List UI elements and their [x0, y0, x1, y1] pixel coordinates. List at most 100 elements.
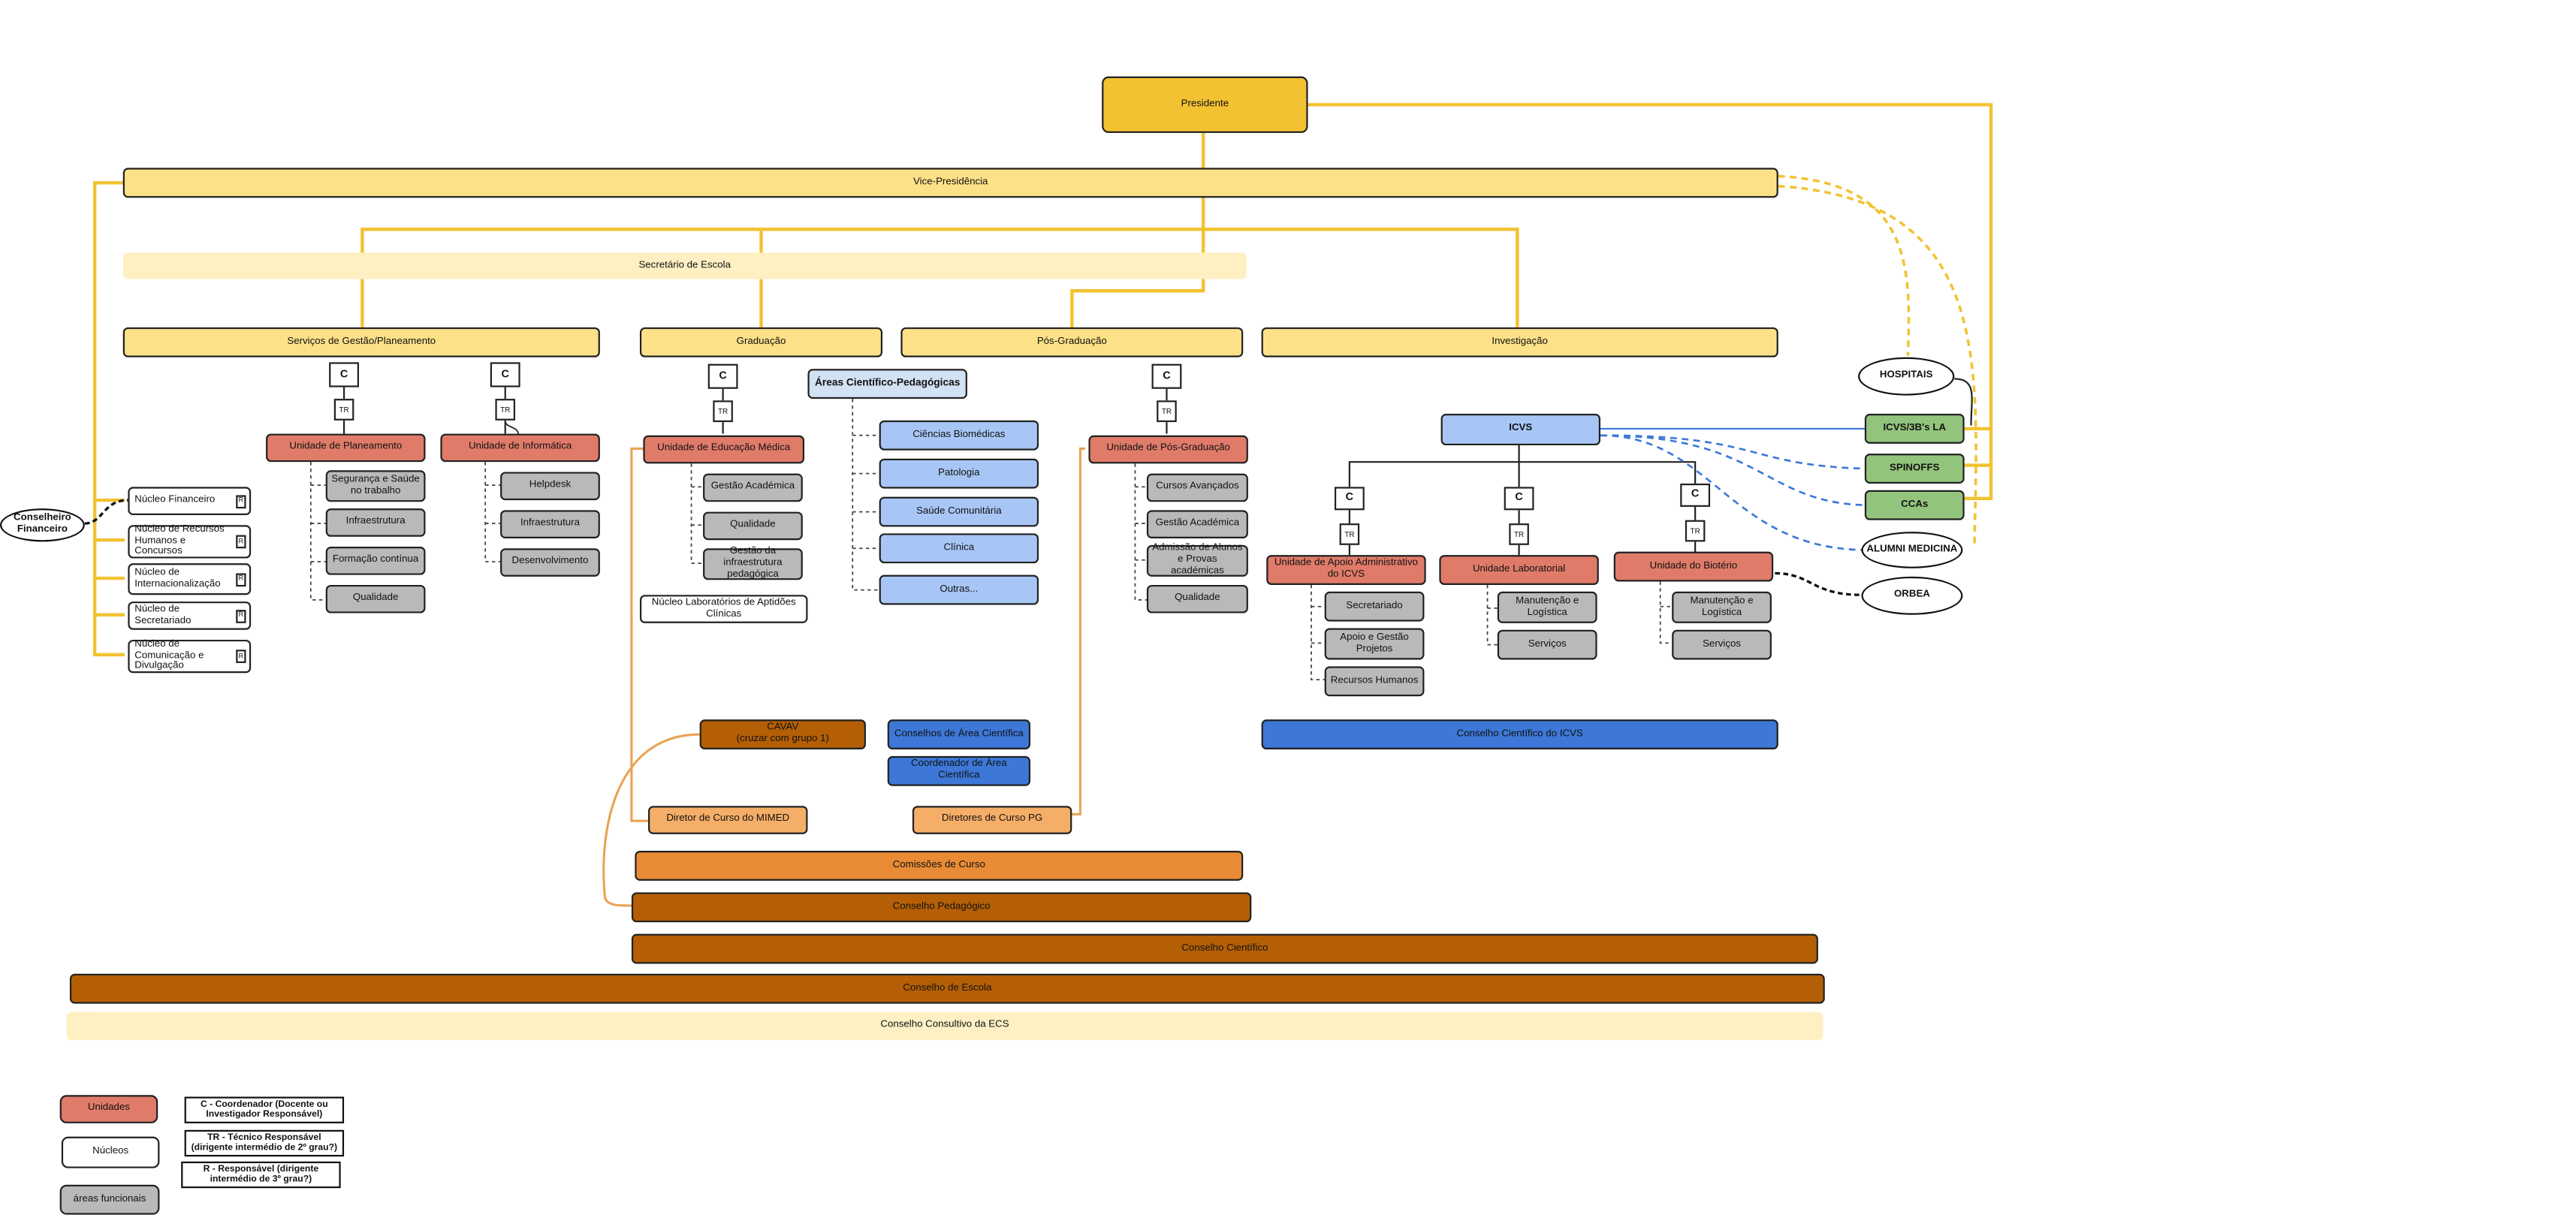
unit-bioterio-label: Unidade do Biotério: [1649, 560, 1738, 571]
coordinator-label: C: [719, 369, 727, 382]
legend-tr-definition-label: TR - Técnico Responsável (dirigente inte…: [191, 1133, 338, 1153]
icvs-label: ICVS: [1509, 424, 1533, 434]
area-item: Saúde Comunitária: [879, 496, 1039, 527]
area-item-label: Clínica: [943, 542, 975, 553]
functional-area-label: Manutenção e Logística: [1516, 595, 1579, 618]
coordinator-box: C: [707, 363, 738, 389]
legend-unidades: Unidades: [59, 1095, 158, 1123]
nucleo-item-label: Núcleo de Internacionalização: [134, 567, 221, 589]
conselho-escola-label: Conselho de Escola: [903, 983, 992, 993]
coordinator-box: C: [1334, 487, 1365, 511]
coordinator-label: C: [1345, 492, 1354, 505]
dept-investigacao-label: Investigação: [1492, 336, 1548, 347]
conselheiro-financeiro-label: Conselheiro Financeiro: [14, 514, 71, 535]
area-item-label: Saúde Comunitária: [915, 505, 1002, 517]
alumni-label: ALUMNI MEDICINA: [1866, 544, 1958, 555]
tr-box: TR: [333, 399, 354, 421]
coordinator-box: C: [490, 362, 520, 387]
nucleo-item: Núcleo de Recursos Humanos e Concursos R: [128, 524, 252, 559]
functional-area-label: Desenvolvimento: [511, 556, 589, 567]
legend-unidades-label: Unidades: [87, 1103, 130, 1114]
functional-area-label: Serviços: [1703, 638, 1742, 650]
coordinator-box: C: [1680, 483, 1711, 507]
dept-gestao-label: Serviços de Gestão/Planeamento: [287, 336, 436, 347]
areas-header: Áreas Científico-Pedagógicas: [807, 369, 967, 399]
spinoffs-label: SPINOFFS: [1890, 463, 1940, 473]
spinoffs-node: SPINOFFS: [1864, 454, 1965, 484]
functional-area-label: Infraestrutura: [520, 518, 580, 529]
tr-label: TR: [1513, 529, 1525, 538]
functional-area: Recursos Humanos: [1324, 666, 1425, 697]
nucleo-item-label: Núcleo de Recursos Humanos e Concursos: [134, 524, 225, 558]
functional-area: Admissão de Alunos e Provas académicas: [1146, 544, 1248, 577]
unit-pos-graduacao-label: Unidade de Pós-Graduação: [1106, 443, 1230, 454]
unit-informatica: Unidade de Informática: [440, 433, 600, 463]
diretores-pg-box: Diretores de Curso PG: [912, 806, 1072, 834]
unit-informatica-label: Unidade de Informática: [468, 442, 572, 453]
unit-apoio-icvs-label: Unidade de Apoio Administrativo do ICVS: [1274, 558, 1419, 580]
coordinator-label: C: [1691, 489, 1700, 501]
nucleo-item: Núcleo de Internacionalização R: [128, 563, 252, 595]
vice-president-label: Vice-Presidência: [913, 176, 988, 188]
area-item-label: Outras...: [940, 583, 979, 595]
vice-president-band: Vice-Presidência: [122, 167, 1778, 198]
functional-area: Helpdesk: [500, 472, 600, 501]
hospitais-label: HOSPITAIS: [1879, 370, 1933, 381]
comissoes-curso-label: Comissões de Curso: [892, 860, 985, 870]
area-item-label: Patologia: [938, 468, 980, 478]
conselho-consultivo-band: Conselho Consultivo da ECS: [66, 1011, 1823, 1041]
coordinator-label: C: [339, 368, 348, 381]
functional-area-label: Qualidade: [1175, 593, 1220, 604]
coordinator-label: C: [1163, 369, 1171, 382]
tr-box: TR: [713, 400, 733, 423]
tr-box: TR: [1685, 520, 1706, 542]
tr-box: TR: [495, 399, 515, 421]
conselho-cientifico-icvs-box: Conselho Científico do ICVS: [1261, 719, 1778, 750]
conselho-consultivo-label: Conselho Consultivo da ECS: [880, 1020, 1009, 1031]
conselho-cientifico-icvs-label: Conselho Científico do ICVS: [1456, 728, 1583, 739]
responsavel-marker: R: [236, 535, 246, 549]
legend-c-definition-label: C - Coordenador (Docente ou Investigador…: [200, 1099, 328, 1120]
area-item: Ciências Biomédicas: [879, 420, 1039, 451]
conselho-cientifico-label: Conselho Científico: [1181, 942, 1268, 954]
functional-area: Secretariado: [1324, 591, 1425, 622]
areas-header-label: Áreas Científico-Pedagógicas: [815, 378, 961, 390]
legend-tr-definition: TR - Técnico Responsável (dirigente inte…: [184, 1129, 345, 1157]
area-item-label: Ciências Biomédicas: [912, 430, 1006, 440]
tr-label: TR: [339, 405, 349, 414]
functional-area: Serviços: [1672, 629, 1772, 660]
nucleo-laboratorios-label: Núcleo Laboratórios de Aptidões Clínicas: [651, 597, 796, 620]
functional-area-label: Gestão Académica: [710, 481, 795, 493]
tr-label: TR: [1344, 529, 1355, 538]
tr-box: TR: [1509, 523, 1529, 545]
functional-area: Manutenção e Logística: [1497, 591, 1597, 623]
functional-area: Apoio e Gestão Projetos: [1324, 628, 1425, 660]
dept-investigacao: Investigação: [1261, 327, 1778, 357]
functional-area-label: Cursos Avançados: [1156, 481, 1239, 493]
ccas-node: CCAs: [1864, 490, 1965, 520]
functional-area: Qualidade: [1146, 584, 1248, 613]
conselhos-area-box: Conselhos de Área Científica: [887, 719, 1030, 750]
unit-bioterio: Unidade do Biotério: [1613, 551, 1774, 582]
icvs-box: ICVS: [1440, 414, 1601, 446]
functional-area-label: Qualidade: [730, 520, 776, 531]
diretores-pg-label: Diretores de Curso PG: [941, 814, 1043, 825]
functional-area-label: Formação contínua: [332, 555, 419, 565]
functional-area: Qualidade: [325, 584, 426, 613]
unit-educacao-medica: Unidade de Educação Médica: [643, 435, 805, 464]
conselho-cientifico-box: Conselho Científico: [631, 933, 1818, 964]
legend-nucleos: Núcleos: [61, 1136, 160, 1168]
legend-r-definition-label: R - Responsável (dirigente intermédio de…: [203, 1165, 319, 1185]
comissoes-curso-box: Comissões de Curso: [635, 851, 1244, 881]
functional-area-label: Gestão da infraestrutura pedagógica: [723, 547, 783, 580]
functional-area: Qualidade: [703, 511, 803, 541]
functional-area-label: Serviços: [1528, 638, 1567, 650]
nucleo-item-label: Núcleo de Secretariado: [134, 604, 192, 626]
unit-educacao-medica-label: Unidade de Educação Médica: [657, 443, 791, 454]
responsavel-marker: R: [236, 572, 246, 586]
coordinator-label: C: [501, 368, 509, 381]
tr-label: TR: [1690, 526, 1700, 535]
functional-area-label: Segurança e Saúde no trabalho: [331, 475, 420, 496]
